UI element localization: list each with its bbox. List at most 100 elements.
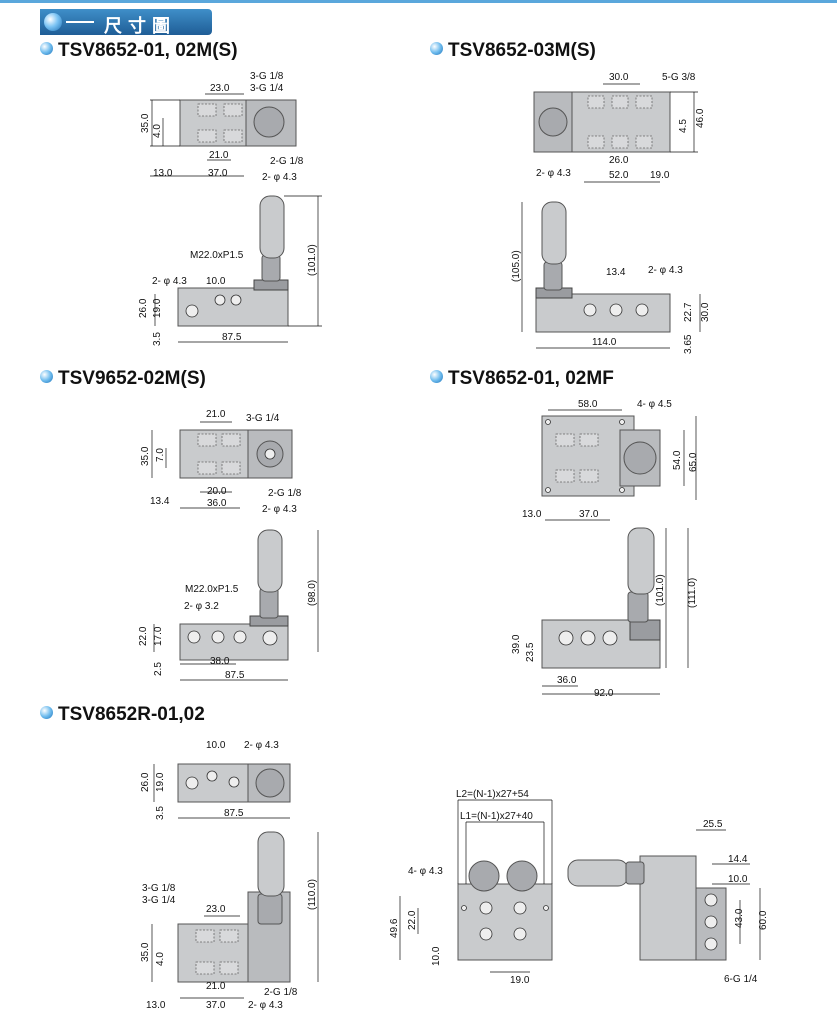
dim-label: 22.7 <box>683 302 694 322</box>
section-banner: 尺寸圖 <box>40 9 212 36</box>
section-title-text: TSV8652-01, 02MF <box>448 368 614 389</box>
dim-label: (98.0) <box>307 580 318 606</box>
dim-label: 46.0 <box>695 108 706 128</box>
drawing-manifold-front <box>399 799 553 973</box>
top-accent-line <box>0 0 837 3</box>
dim-label: 10.0 <box>431 946 442 966</box>
bullet-icon <box>430 42 443 55</box>
drawing-3-top <box>151 421 293 509</box>
drawing-4-front <box>541 527 689 695</box>
dim-label: 22.0 <box>138 626 149 646</box>
dim-label: 35.0 <box>140 446 151 466</box>
dim-label: 2- φ 4.3 <box>152 276 187 287</box>
drawing-1-top <box>150 93 297 177</box>
dim-label: 3-G 1/4 <box>142 895 176 906</box>
dim-label: 23.0 <box>210 83 230 94</box>
dim-label: (111.0) <box>687 578 698 608</box>
dim-label: 7.0 <box>155 448 166 462</box>
section-title-5: TSV8652R-01,02 <box>40 704 205 726</box>
dim-label: 19.0 <box>510 975 530 986</box>
dim-label: 13.4 <box>606 267 626 278</box>
bullet-icon <box>40 706 53 719</box>
dim-label: 87.5 <box>222 332 242 343</box>
dim-label: 2-G 1/8 <box>268 488 302 499</box>
dim-label: 26.0 <box>609 155 629 166</box>
dim-label: 22.0 <box>407 910 418 930</box>
dim-label: 4- φ 4.5 <box>637 399 672 410</box>
dim-label: 3-G 1/4 <box>246 413 280 424</box>
dim-label: M22.0xP1.5 <box>190 250 244 261</box>
dim-label: (110.0) <box>307 879 318 910</box>
dim-label: 38.0 <box>210 656 230 667</box>
section-title-text: TSV8652R-01,02 <box>58 704 205 725</box>
dim-label: 65.0 <box>688 452 699 472</box>
dim-label: 2-G 1/8 <box>264 987 298 998</box>
dim-label: 37.0 <box>579 509 599 520</box>
dim-label: 3-G 1/8 <box>250 71 284 82</box>
bullet-icon <box>40 370 53 383</box>
drawing-5-top <box>153 763 291 819</box>
dim-label: 37.0 <box>206 1000 226 1011</box>
dim-label: 37.0 <box>208 168 228 179</box>
dim-label: 87.5 <box>225 670 245 681</box>
dim-label: 2- φ 4.3 <box>244 740 279 751</box>
dim-label: 36.0 <box>207 498 227 509</box>
dim-label: 2- φ 4.3 <box>262 504 297 515</box>
dim-label: 92.0 <box>594 688 614 699</box>
dim-label: 2- φ 4.3 <box>648 265 683 276</box>
dim-label: 36.0 <box>557 675 577 686</box>
dim-label: 52.0 <box>609 170 629 181</box>
drawing-2-front <box>521 201 701 349</box>
section-title-text: TSV9652-02M(S) <box>58 368 206 389</box>
dim-label: 2- φ 3.2 <box>184 601 219 612</box>
dim-label: 114.0 <box>592 337 617 348</box>
dim-label: 19.0 <box>155 772 166 792</box>
dim-label: 13.0 <box>153 168 173 179</box>
dim-label: 4.0 <box>152 124 163 138</box>
section-title-1: TSV8652-01, 02M(S) <box>40 40 238 62</box>
drawing-5-front <box>151 831 319 999</box>
dim-label: 19.0 <box>650 170 670 181</box>
bullet-icon <box>430 370 443 383</box>
dim-label: 43.0 <box>734 908 745 928</box>
dim-label: 30.0 <box>609 72 629 83</box>
dim-label: 10.0 <box>206 740 226 751</box>
dim-label: 4.5 <box>678 119 689 133</box>
dim-label: 5-G 3/8 <box>662 72 696 83</box>
section-title-text: TSV8652-01, 02M(S) <box>58 40 238 61</box>
drawing-3-front <box>153 529 319 681</box>
dim-label: 3.5 <box>155 806 166 820</box>
section-title-text: TSV8652-03M(S) <box>448 40 596 61</box>
bullet-icon <box>40 42 53 55</box>
dim-label: 2-G 1/8 <box>270 156 304 167</box>
dim-label: 30.0 <box>700 302 711 322</box>
banner-title: 尺寸圖 <box>104 16 176 36</box>
dim-label: 4.0 <box>155 952 166 966</box>
dim-label: 4- φ 4.3 <box>408 866 443 877</box>
dim-label: 21.0 <box>209 150 229 161</box>
dim-label: 14.4 <box>728 854 748 865</box>
dim-label: 20.0 <box>207 486 227 497</box>
dim-label: 60.0 <box>758 910 769 930</box>
dim-label: (101.0) <box>307 244 318 276</box>
dim-label: 10.0 <box>728 874 748 885</box>
dim-label: 17.0 <box>153 626 164 646</box>
section-title-4: TSV8652-01, 02MF <box>430 368 614 390</box>
dim-label: L2=(N-1)x27+54 <box>456 789 529 800</box>
drawing-2-top <box>533 83 698 183</box>
dim-label: 21.0 <box>206 409 226 420</box>
dim-label: 54.0 <box>672 450 683 470</box>
dim-label: 2- φ 4.3 <box>248 1000 283 1011</box>
dim-label: 87.5 <box>224 808 244 819</box>
dim-label: 3-G 1/4 <box>250 83 284 94</box>
dim-label: 3.65 <box>683 334 694 354</box>
dim-label: 58.0 <box>578 399 598 410</box>
banner-bullet-icon <box>44 13 62 31</box>
dim-label: 26.0 <box>140 772 151 792</box>
banner-dash <box>66 21 94 23</box>
dim-label: 3.5 <box>152 332 163 346</box>
dim-label: 13.4 <box>150 496 170 507</box>
dim-label: 2- φ 4.3 <box>536 168 571 179</box>
dim-label: 2.5 <box>153 662 164 676</box>
drawing-1-front <box>154 195 322 343</box>
